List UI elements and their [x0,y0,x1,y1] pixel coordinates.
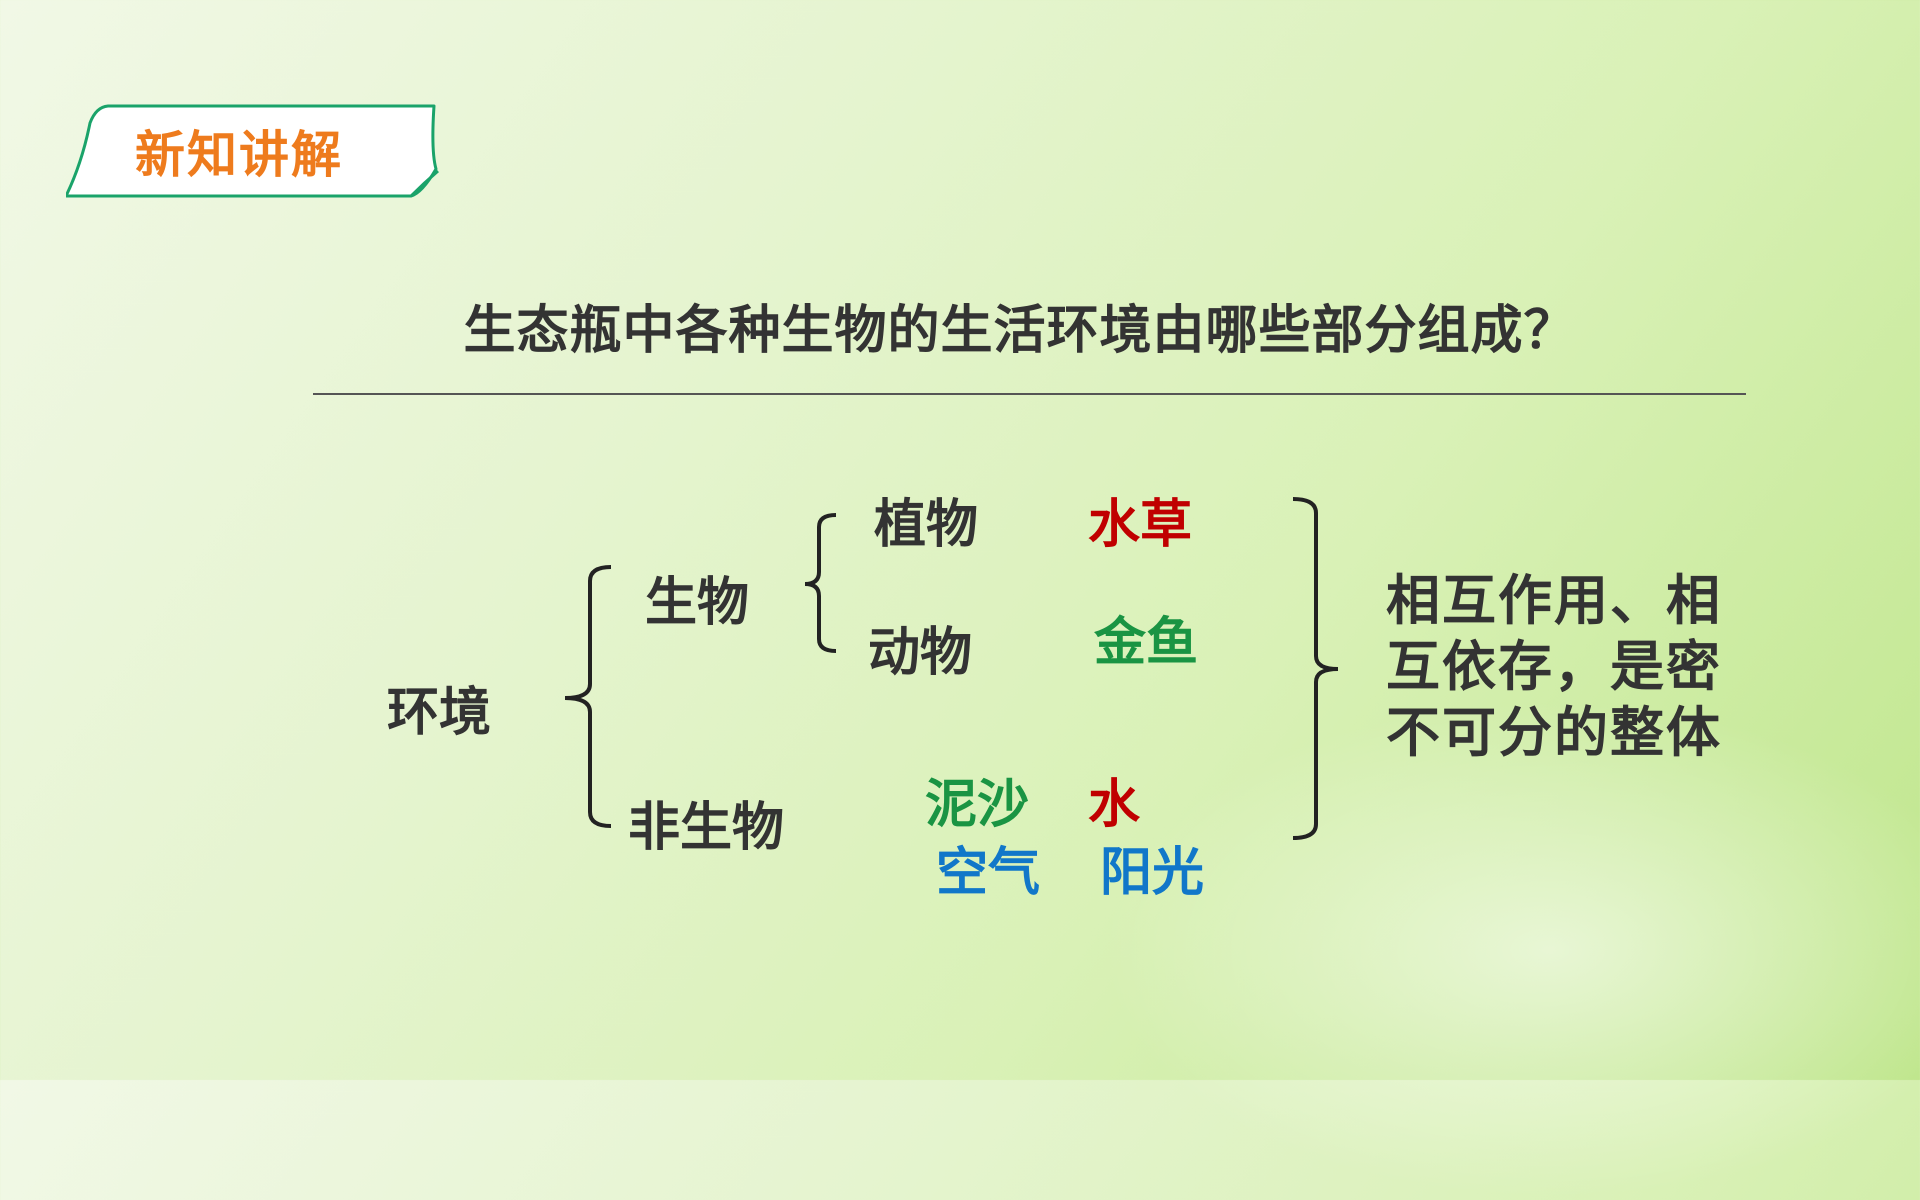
nonliving-label: 非生物 [628,798,785,858]
plants-label: 植物 [874,495,979,555]
section-badge-label: 新知讲解 [135,126,343,184]
animals-label: 动物 [868,623,973,683]
nonliving-item-sand: 泥沙 [925,775,1030,835]
root-brace [564,565,612,828]
animal-example: 金鱼 [1094,613,1199,673]
nonliving-item-air: 空气 [936,843,1041,903]
conclusion-text: 相互作用、相互依存，是密不可分的整体 [1386,569,1722,764]
badge-shape [66,104,439,198]
diagram-brackets [564,497,1339,840]
living-label: 生物 [645,573,750,633]
nonliving-item-water: 水 [1088,775,1141,835]
plant-example: 水草 [1088,495,1193,555]
section-badge: 新知讲解 [66,103,442,199]
living-brace [804,513,837,653]
question-title: 生态瓶中各种生物的生活环境由哪些部分组成？ [463,301,1577,361]
divider-line [313,393,1746,395]
nonliving-item-sunlight: 阳光 [1100,843,1205,903]
root-label: 环境 [387,683,492,743]
conclusion-brace [1292,497,1339,840]
